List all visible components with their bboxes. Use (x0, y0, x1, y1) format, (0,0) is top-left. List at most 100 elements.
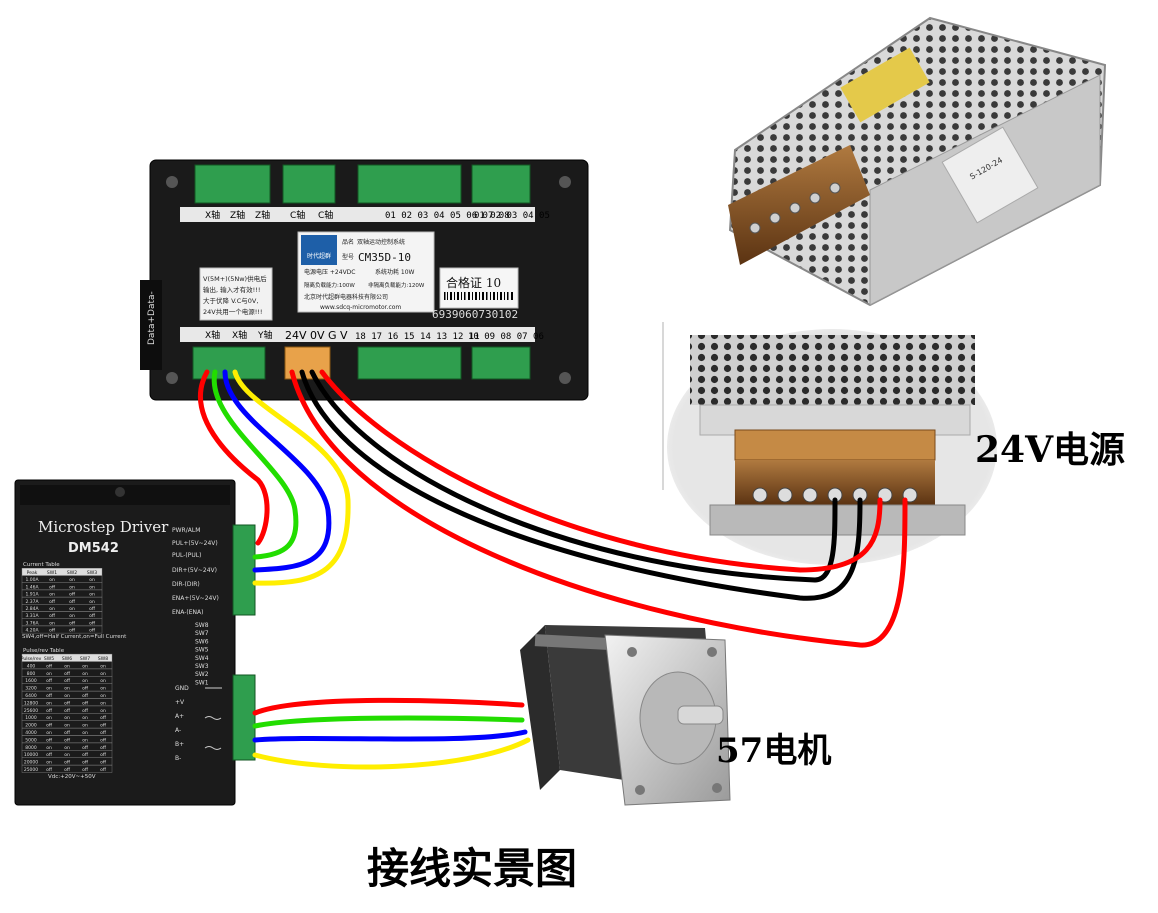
table-cell: on (89, 585, 95, 590)
table-cell: on (69, 585, 75, 590)
signal-label: ENA+(5V~24V) (172, 595, 219, 602)
table-cell: off (82, 767, 89, 773)
table-cell: on (89, 600, 95, 605)
model-label: 型号 (342, 253, 354, 261)
table-cell: Peak (27, 570, 38, 576)
table-cell: on (100, 701, 106, 706)
driver-title: Microstep Driver (38, 518, 169, 536)
table-cell: off (64, 671, 71, 677)
table-cell: off (46, 663, 53, 669)
table-cell: on (49, 593, 55, 598)
table-cell: on (64, 664, 70, 669)
table-cell: off (100, 745, 107, 751)
table-cell: 12800 (24, 700, 38, 706)
table-cell: off (82, 693, 89, 699)
wires (198, 369, 908, 770)
table-cell: off (82, 745, 89, 751)
table-cell: off (49, 584, 56, 590)
product-name-label: 品名 (342, 238, 354, 246)
table-cell: on (69, 607, 75, 612)
table-row (21, 625, 103, 634)
table-cell: off (82, 700, 89, 706)
wire-red-a-plus (252, 697, 525, 716)
dip-switch-label: SW7 (195, 630, 209, 637)
screw-icon (166, 176, 178, 188)
table-cell: on (82, 679, 88, 684)
table-cell: on (82, 716, 88, 721)
wire-red-24v (289, 369, 908, 648)
screw-icon (166, 372, 178, 384)
table-cell: on (46, 716, 52, 721)
closeup-terminal-cover (734, 429, 936, 461)
table-cell: off (49, 599, 56, 605)
table-cell: on (64, 687, 70, 692)
table-cell: 6400 (25, 693, 37, 699)
brand-logo (301, 235, 337, 265)
signal-label: ENA-(ENA) (172, 609, 203, 616)
table-cell: off (82, 708, 89, 714)
dip-switch-label: SW8 (195, 622, 209, 629)
table-cell: SW3 (87, 570, 97, 576)
wire-red-v (319, 369, 883, 573)
table-cell: off (69, 592, 76, 598)
table-cell: on (69, 578, 75, 583)
table-cell: off (100, 737, 107, 743)
table-cell: off (82, 752, 89, 758)
table-cell: on (49, 578, 55, 583)
table-cell: 25600 (24, 708, 38, 714)
wire-blue-dir (222, 369, 332, 573)
table-cell: SW8 (98, 656, 108, 662)
io-pin-labels: 10 09 08 07 06 (468, 332, 544, 342)
bottom-connectors (192, 346, 531, 380)
axis-label: Z轴 (255, 209, 270, 221)
power-terminal-label: A+ (175, 713, 184, 720)
power-supply-unit: S-120-24 (728, 16, 1107, 307)
table-cell: 3200 (25, 686, 37, 692)
table-cell: off (46, 678, 53, 684)
power-supply-callout: 24V电源 (975, 429, 1125, 471)
motion-controller: Data+Data- X轴 Z轴 Z轴 C轴 C轴 01 02 03 04 05… (140, 159, 589, 401)
product-name: 双轴运动控制系统 (357, 238, 405, 246)
table-cell: SW1 (47, 570, 57, 576)
table-cell: on (49, 607, 55, 612)
table-cell: off (49, 628, 56, 634)
table-cell: 2000 (25, 723, 37, 729)
axis-label: X轴 (205, 209, 220, 221)
table-cell: off (49, 613, 56, 619)
dip-switch-label: SW4 (195, 655, 209, 662)
table-cell: on (82, 664, 88, 669)
bottom-axis-labels: X轴 X轴 Y轴 24V 0V G V 18 17 16 15 14 13 12… (205, 329, 544, 342)
driver-model: DM542 (68, 541, 119, 556)
model-number: CM35D-10 (358, 251, 411, 264)
table-cell: off (46, 752, 53, 758)
power-spec: 电源电压 +24VDC (304, 268, 355, 276)
table-cell: Pulse/rev (21, 656, 42, 662)
power-consumption: 系统功耗 10W (375, 268, 415, 276)
diagram-caption: 接线实景图 (367, 844, 577, 893)
dip-switch-label: SW3 (195, 663, 209, 670)
axis-label: C轴 (318, 209, 333, 221)
pulse-table-title: Pulse/rev Table (23, 648, 65, 654)
wire-black-g (309, 369, 838, 583)
screw-icon (559, 372, 571, 384)
barcode-number: 6939060730102 (432, 308, 518, 321)
screw-icon (559, 176, 571, 188)
table-cell: on (64, 724, 70, 729)
table-cell: on (82, 724, 88, 729)
axis-label: Z轴 (230, 209, 245, 221)
table-cell: on (89, 578, 95, 583)
table-cell: 2.37A (25, 599, 39, 605)
table-cell: on (100, 664, 106, 669)
psu-spec-label (941, 126, 1039, 224)
table-cell: on (100, 694, 106, 699)
wire-blue-b-plus (252, 729, 528, 743)
table-cell: on (46, 746, 52, 751)
axis-label: C轴 (290, 209, 305, 221)
wire-black-0v (299, 369, 863, 601)
power-terminal-label: B+ (175, 741, 184, 748)
signal-label: PUL-(PUL) (172, 552, 201, 559)
table-cell: off (64, 700, 71, 706)
table-cell: off (89, 606, 96, 612)
